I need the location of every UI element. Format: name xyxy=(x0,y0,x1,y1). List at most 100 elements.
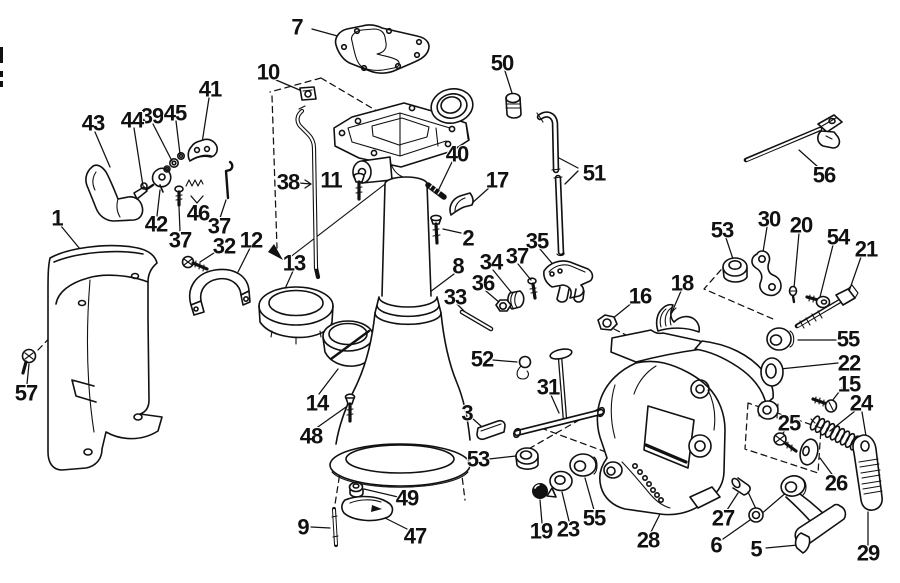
part-label-23: 23 xyxy=(557,517,580,542)
part-label-42: 42 xyxy=(145,212,168,237)
part-label-10: 10 xyxy=(257,60,280,85)
part-label-56: 56 xyxy=(813,163,836,188)
part-label-32: 32 xyxy=(213,234,236,259)
part-28-clamp-bracket xyxy=(603,461,671,509)
part-label-40: 40 xyxy=(446,142,469,167)
part-label-54: 54 xyxy=(827,225,851,250)
part-51-water-tube xyxy=(536,111,565,257)
part-label-55: 55 xyxy=(583,506,606,531)
part-2-bolt xyxy=(430,214,442,245)
part-15-screw xyxy=(811,396,838,413)
part-label-17: 17 xyxy=(486,168,509,193)
part-label-12: 12 xyxy=(240,228,263,253)
part-21-bolt xyxy=(794,284,859,329)
part-8-driveshaft-housing xyxy=(329,176,471,488)
part-12-clamp-half xyxy=(189,268,251,316)
part-23-washer xyxy=(546,470,573,498)
part-label-50: 50 xyxy=(491,51,514,76)
part-labels: 1235678910111213141516171819202122232425… xyxy=(14,14,882,567)
part-label-46: 46 xyxy=(187,201,210,226)
part-53-bushing-lower xyxy=(515,447,539,470)
part-44-39-45-washers xyxy=(140,152,186,190)
part-label-49: 49 xyxy=(396,486,419,511)
part-47-plate xyxy=(341,495,394,522)
part-11-bolt xyxy=(353,172,365,201)
part-label-27: 27 xyxy=(712,506,735,531)
part-label-44: 44 xyxy=(121,108,145,133)
part-26-washer xyxy=(799,438,819,466)
part-label-25: 25 xyxy=(778,411,801,436)
part-55-bushing-upper xyxy=(766,327,795,351)
part-label-8: 8 xyxy=(452,254,464,279)
part-label-21: 21 xyxy=(855,237,878,262)
part-34-cone xyxy=(507,290,525,310)
part-label-36: 36 xyxy=(472,271,495,296)
part-label-1: 1 xyxy=(51,206,63,231)
part-label-38: 38 xyxy=(277,170,300,195)
part-56-rod-and-link xyxy=(743,114,843,163)
part-17-clip xyxy=(449,192,474,216)
powerhead-adapter-casting xyxy=(333,88,474,184)
swivel-and-stern-bracket-assembly xyxy=(596,303,784,516)
part-label-55: 55 xyxy=(837,327,860,352)
part-37-screw-a xyxy=(174,185,184,207)
part-49-nut xyxy=(348,481,364,498)
part-label-5: 5 xyxy=(750,537,762,562)
part-label-43: 43 xyxy=(82,111,105,136)
part-6-ring xyxy=(748,507,764,523)
part-50-grommet xyxy=(505,92,522,119)
part-label-45: 45 xyxy=(164,101,187,126)
part-label-53: 53 xyxy=(711,218,734,243)
part-label-57: 57 xyxy=(15,381,38,406)
part-20-screw xyxy=(788,285,798,304)
part-label-26: 26 xyxy=(825,471,848,496)
part-10-nut xyxy=(299,86,317,101)
part-label-24: 24 xyxy=(850,391,874,416)
part-label-53: 53 xyxy=(467,447,490,472)
part-label-52: 52 xyxy=(471,347,494,372)
dashed-arrowhead xyxy=(268,244,283,260)
part-19-grommet-ball xyxy=(532,483,548,499)
part-52-clip xyxy=(516,355,532,380)
part-label-18: 18 xyxy=(671,271,694,296)
part-1-lower-mount-cover xyxy=(47,244,163,471)
part-53-bushing-upper xyxy=(722,257,748,283)
part-label-30: 30 xyxy=(758,207,781,232)
part-29-clamp-handle xyxy=(852,434,883,511)
leader-lines xyxy=(26,28,869,549)
part-25-screw xyxy=(773,432,798,453)
part-37-screw-c xyxy=(527,277,538,300)
part-46-spring xyxy=(185,179,204,187)
part-41-clamp-block xyxy=(187,138,218,162)
part-35-bracket xyxy=(543,260,594,303)
part-label-29: 29 xyxy=(857,541,880,566)
diagram-artwork xyxy=(0,24,883,554)
part-31-lock-rod xyxy=(512,348,606,439)
construction-line xyxy=(288,177,394,259)
part-57-bolt xyxy=(21,348,37,375)
part-5-tilt-lever xyxy=(780,475,847,554)
part-label-14: 14 xyxy=(306,391,330,416)
part-30-link xyxy=(751,250,782,297)
part-18-upper-bracket xyxy=(610,303,703,363)
part-label-22: 22 xyxy=(838,351,861,376)
part-7-gasket xyxy=(334,24,430,74)
part-37-l-pin xyxy=(224,160,234,200)
part-label-3: 3 xyxy=(461,401,473,426)
part-24-spring xyxy=(809,415,861,451)
part-55-bushing-lower xyxy=(569,453,598,477)
part-label-13: 13 xyxy=(283,251,306,276)
part-label-41: 41 xyxy=(199,77,222,102)
part-label-20: 20 xyxy=(790,213,813,238)
part-label-48: 48 xyxy=(300,424,323,449)
part-label-47: 47 xyxy=(404,524,427,549)
part-43-reverse-lock-handle xyxy=(85,164,155,222)
part-22-swivel-arm xyxy=(694,340,784,420)
part-label-2: 2 xyxy=(462,226,474,251)
part-label-33: 33 xyxy=(444,285,467,310)
part-label-37: 37 xyxy=(169,228,192,253)
part-label-35: 35 xyxy=(526,229,549,254)
swivel-bracket-body xyxy=(596,360,726,516)
